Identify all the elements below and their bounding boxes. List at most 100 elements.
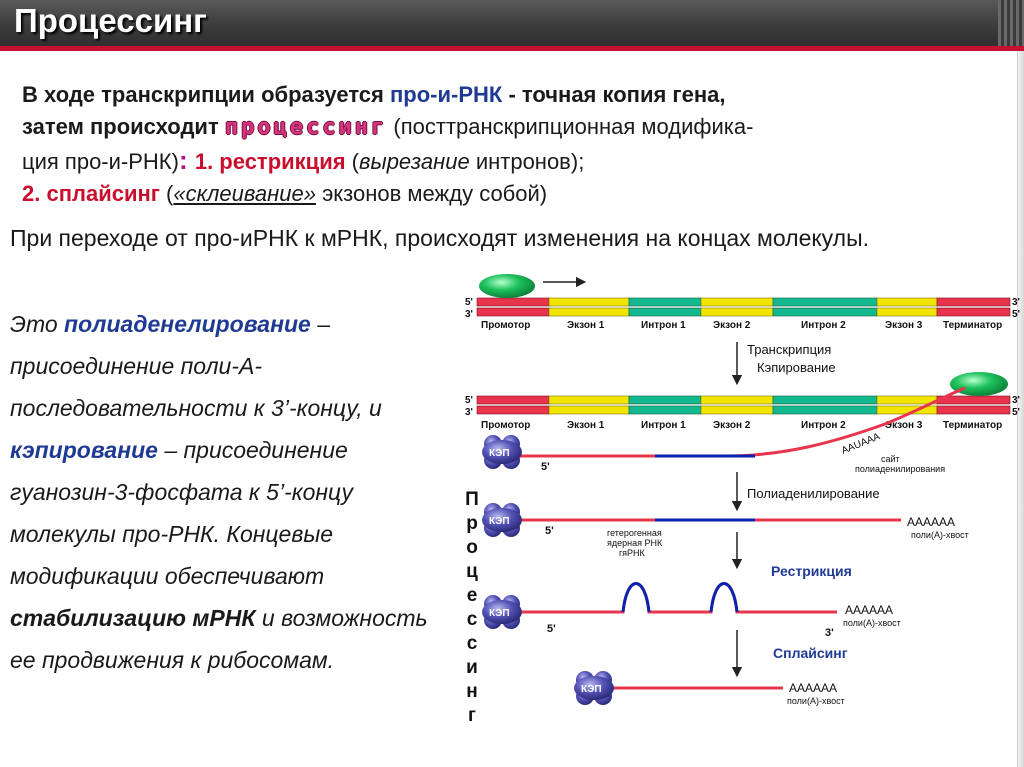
seg-promoter-top	[476, 395, 550, 405]
intro-line-1: В ходе транскрипции образуется про-и-РНК…	[22, 79, 1002, 111]
seg-terminator-bottom	[936, 307, 1011, 317]
cap-label: КЭП	[489, 608, 510, 619]
end-label-3-bottom: 3'	[465, 407, 473, 418]
step-transcription: Транскрипция	[747, 342, 831, 357]
polya-label: поли(А)-хвост	[911, 530, 969, 540]
seg-exon2-bottom	[700, 405, 774, 415]
cap-label: КЭП	[581, 684, 602, 695]
cap-2: КЭП	[482, 503, 522, 537]
body-text: – присоединение гуанозин-3-фосфата к 5’-…	[10, 437, 353, 589]
label-intron2: Интрон 2	[801, 320, 846, 331]
seg-exon1-top	[548, 297, 630, 307]
polya-sequence: AAAAAA	[845, 603, 893, 617]
excised-intron-1	[621, 582, 651, 613]
vertical-label-processing: П р о ц е с с и н г	[463, 488, 481, 728]
vertical-letter: с	[466, 609, 478, 630]
site-label-2: полиаденилирования	[855, 464, 945, 474]
seg-intron1-top	[628, 297, 702, 307]
title-underline-bar	[0, 46, 1024, 51]
term-restriction: 1. рестрикция	[194, 149, 346, 174]
intro-text: ция про-и-РНК)	[22, 149, 179, 174]
hnrna-label-3: гяРНК	[619, 548, 646, 558]
step-polyadenylation: Полиаденилирование	[747, 486, 880, 501]
title-bar: Процессинг	[0, 0, 1024, 46]
term-capping: кэпирование	[10, 437, 158, 463]
intro-paragraph: В ходе транскрипции образуется про-и-РНК…	[22, 79, 1002, 210]
intro-text: экзонов между собой)	[315, 181, 548, 206]
vertical-letter: П	[465, 489, 479, 510]
intro-text: - точная копия гена,	[502, 82, 726, 107]
label-intron1: Интрон 1	[641, 420, 686, 431]
seg-terminator-top	[936, 395, 1011, 405]
term-splicing: 2. сплайсинг	[22, 181, 160, 206]
seg-exon3-top	[876, 395, 938, 405]
intro-text: (посттранскрипционная модифика-	[387, 114, 754, 139]
seg-exon3-top	[876, 297, 938, 307]
body-text: – присоединение поли-А-последовательност…	[10, 311, 382, 421]
seg-exon1-bottom	[548, 307, 630, 317]
cap-body	[482, 440, 522, 464]
label-exon2: Экзон 2	[713, 320, 751, 331]
segment-labels-2: Промотор Экзон 1 Интрон 1 Экзон 2 Интрон…	[481, 420, 1002, 431]
cap-label: КЭП	[489, 448, 510, 459]
label-exon2: Экзон 2	[713, 420, 751, 431]
end-label-3-bottom: 3'	[465, 309, 473, 320]
seg-exon2-top	[700, 297, 774, 307]
intro-text: (	[345, 149, 360, 174]
end-label-5-bottom: 5'	[1012, 407, 1020, 418]
step-splicing: Сплайсинг	[773, 645, 848, 661]
seg-intron1-bottom	[628, 405, 702, 415]
vertical-letter: г	[468, 705, 476, 726]
site-label-1: сайт	[881, 454, 900, 464]
term-mrna-stabilization: стабилизацию мРНК	[10, 605, 256, 631]
vertical-letter: о	[466, 537, 478, 558]
rna-polymerase-start	[479, 274, 535, 298]
end-label-5-top: 5'	[465, 297, 473, 308]
seg-intron1-top	[628, 395, 702, 405]
seg-terminator-top	[936, 297, 1011, 307]
label-exon3: Экзон 3	[885, 320, 923, 331]
intro-text: В ходе транскрипции образуется	[22, 82, 390, 107]
seg-exon3-bottom	[876, 307, 938, 317]
seg-promoter-bottom	[476, 405, 550, 415]
vertical-letter: с	[466, 633, 478, 654]
step-restriction: Рестрикция	[771, 563, 852, 579]
label-terminator: Терминатор	[943, 320, 1002, 331]
seg-intron1-bottom	[628, 307, 702, 317]
label-intron2: Интрон 2	[801, 420, 846, 431]
polya-sequence: AAAAAA	[907, 515, 955, 529]
segment-labels-1: Промотор Экзон 1 Интрон 1 Экзон 2 Интрон…	[481, 320, 1002, 331]
term-pro-mrna: про-и-РНК	[389, 82, 503, 107]
cap-body	[574, 676, 614, 700]
label-promoter: Промотор	[481, 420, 530, 431]
vertical-letter: н	[466, 681, 478, 702]
seg-exon1-top	[548, 395, 630, 405]
seg-exon3-bottom	[876, 405, 938, 415]
seg-intron2-bottom	[772, 405, 878, 415]
intro-line-4: 2. сплайсинг («склеивание» экзонов между…	[22, 178, 1002, 210]
right-edge-decoration	[1017, 51, 1024, 767]
cap-body	[482, 600, 522, 624]
intro-line-2: затем происходит процессинг (посттранскр…	[22, 111, 1002, 144]
gene-dna-top	[476, 297, 1011, 317]
hnrna-label-1: гетерогенная	[607, 528, 662, 538]
vertical-letter: р	[466, 513, 478, 534]
rna-polymerase-end	[950, 372, 1008, 396]
end-label-3-top: 3'	[1012, 297, 1020, 308]
seg-intron2-top	[772, 395, 878, 405]
end-label-5-bottom: 5'	[1012, 309, 1020, 320]
excised-intron-2	[709, 582, 739, 613]
gene-dna-second	[476, 395, 1011, 415]
end-label-5: 5'	[541, 461, 550, 473]
header-stripe-decoration	[998, 0, 1024, 46]
seg-exon1-bottom	[548, 405, 630, 415]
end-label-3-top: 3'	[1012, 395, 1020, 406]
body-text: Это	[10, 311, 65, 337]
intro-line-3: ция про-и-РНК): 1. рестрикция (вырезание…	[22, 144, 1002, 178]
cap-4: КЭП	[574, 671, 614, 705]
seg-intron2-top	[772, 297, 878, 307]
seg-promoter-top	[476, 297, 550, 307]
cap-label: КЭП	[489, 516, 510, 527]
intro-text: интронов);	[469, 149, 585, 174]
polya-sequence: AAAAAA	[789, 681, 837, 695]
